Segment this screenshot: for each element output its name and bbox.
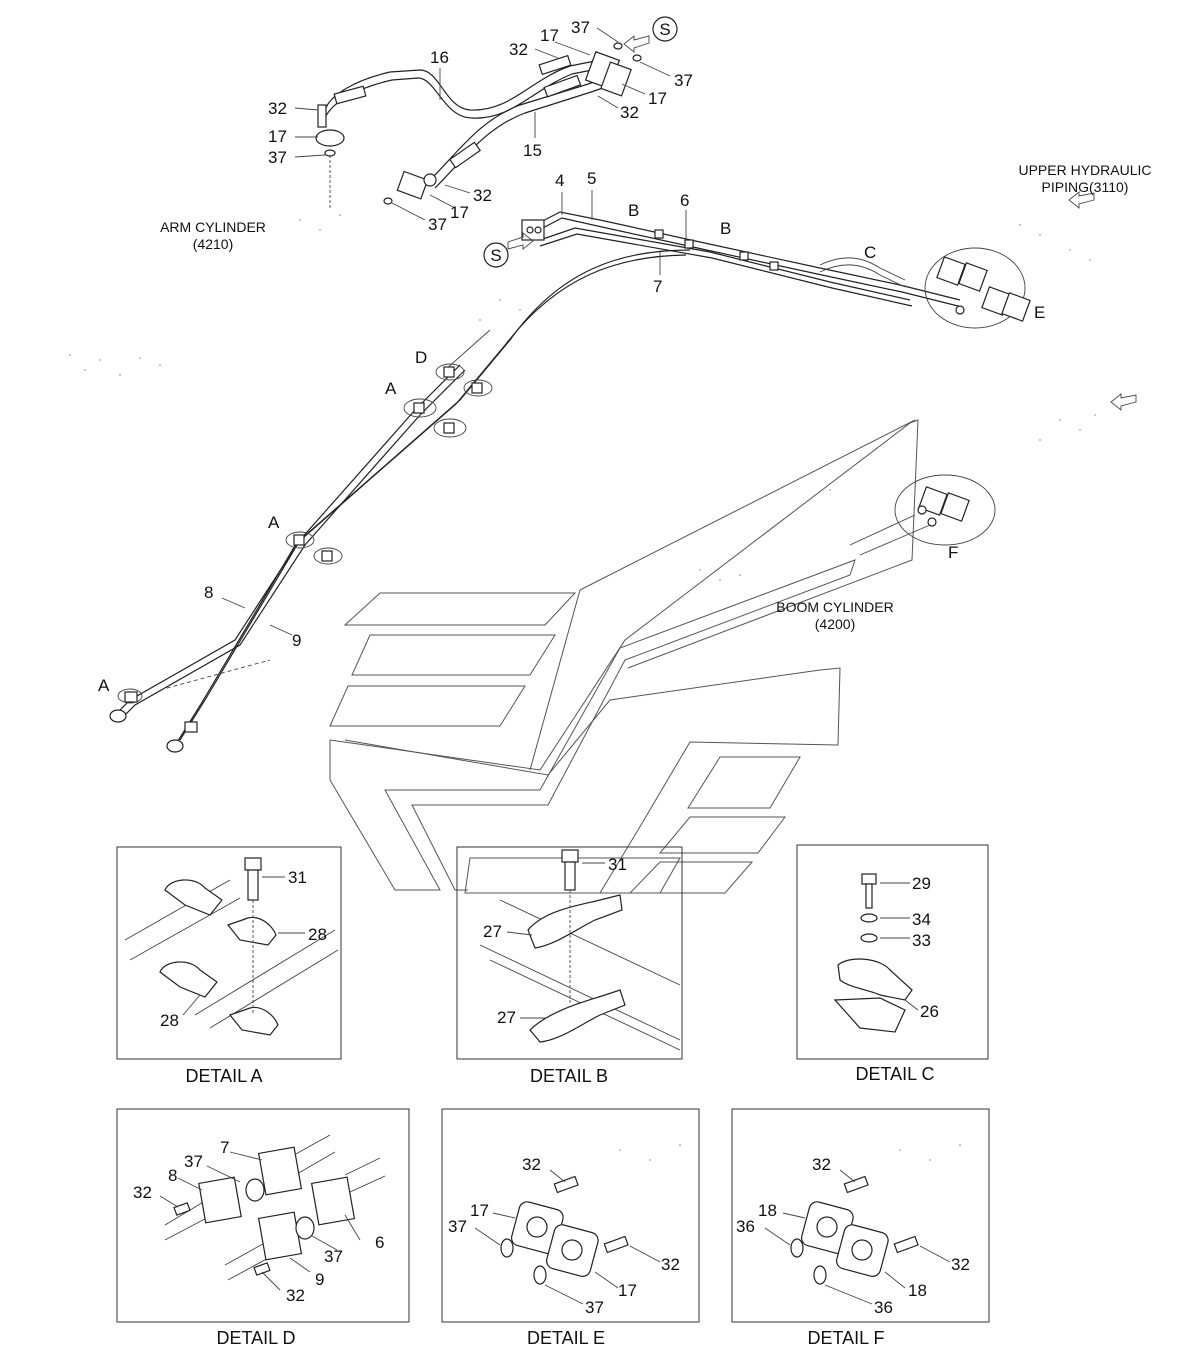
detail-e: 32 17 37 32 17 37 DETAIL E: [441, 1108, 700, 1348]
svg-text:17: 17: [648, 89, 667, 108]
svg-text:34: 34: [912, 910, 931, 929]
svg-text:17: 17: [450, 203, 469, 222]
svg-text:S: S: [490, 246, 501, 265]
svg-text:18: 18: [758, 1201, 777, 1220]
svg-text:28: 28: [308, 925, 327, 944]
svg-text:DETAIL B: DETAIL B: [530, 1066, 608, 1086]
svg-text:26: 26: [920, 1002, 939, 1021]
svg-text:32: 32: [812, 1155, 831, 1174]
svg-text:7: 7: [653, 277, 662, 296]
detail-a: 31 28 28 DETAIL A: [116, 846, 342, 1086]
svg-text:29: 29: [912, 874, 931, 893]
svg-text:A: A: [98, 676, 110, 695]
svg-text:8: 8: [204, 583, 213, 602]
svg-text:5: 5: [587, 169, 596, 188]
svg-text:16: 16: [430, 48, 449, 67]
svg-text:32: 32: [286, 1286, 305, 1305]
svg-text:31: 31: [608, 855, 627, 874]
svg-text:(4200): (4200): [815, 616, 855, 632]
svg-text:A: A: [385, 379, 397, 398]
svg-text:6: 6: [680, 191, 689, 210]
boom-outline: [329, 419, 919, 894]
svg-text:S: S: [659, 20, 670, 39]
boom-pipes-upper: [521, 211, 963, 308]
svg-text:37: 37: [448, 1217, 467, 1236]
svg-text:37: 37: [268, 148, 287, 167]
svg-text:7: 7: [220, 1138, 229, 1157]
svg-text:37: 37: [571, 18, 590, 37]
svg-text:27: 27: [497, 1008, 516, 1027]
svg-text:BOOM CYLINDER: BOOM CYLINDER: [776, 599, 893, 615]
svg-text:37: 37: [324, 1247, 343, 1266]
detail-c: 29 34 33 26 DETAIL C: [796, 844, 989, 1084]
svg-text:A: A: [268, 513, 280, 532]
svg-text:32: 32: [473, 186, 492, 205]
svg-text:32: 32: [509, 40, 528, 59]
svg-text:DETAIL E: DETAIL E: [527, 1328, 605, 1348]
svg-text:15: 15: [523, 141, 542, 160]
svg-text:32: 32: [661, 1255, 680, 1274]
boom-pipes-long: [109, 249, 691, 753]
svg-text:(4210): (4210): [193, 236, 233, 252]
svg-text:6: 6: [375, 1233, 384, 1252]
svg-text:17: 17: [470, 1201, 489, 1220]
svg-text:UPPER HYDRAULIC: UPPER HYDRAULIC: [1018, 162, 1151, 178]
svg-text:32: 32: [951, 1255, 970, 1274]
svg-text:PIPING(3110): PIPING(3110): [1042, 179, 1129, 195]
svg-text:18: 18: [908, 1281, 927, 1300]
leader-lines: [221, 27, 687, 636]
svg-text:9: 9: [292, 631, 301, 650]
flange-group-e: [924, 247, 1031, 329]
svg-text:DETAIL C: DETAIL C: [855, 1064, 934, 1084]
detail-d: 32 8 37 7 37 6 9 32 DETAIL D: [116, 1108, 410, 1348]
arm-hoses: [315, 42, 642, 210]
svg-text:36: 36: [736, 1217, 755, 1236]
detail-b: 31 27 27 DETAIL B: [456, 846, 683, 1086]
svg-text:36: 36: [874, 1298, 893, 1317]
svg-text:32: 32: [268, 99, 287, 118]
svg-text:37: 37: [184, 1152, 203, 1171]
svg-text:DETAIL A: DETAIL A: [185, 1066, 262, 1086]
component-captions: ARM CYLINDER (4210) BOOM CYLINDER (4200)…: [160, 162, 1151, 632]
s-marker-left: S: [483, 242, 509, 268]
svg-text:37: 37: [674, 71, 693, 90]
main-labels: 16 32 17 37 32 17 37 37 17 32 15 32 17 3…: [98, 18, 1045, 695]
svg-text:B: B: [628, 201, 639, 220]
svg-text:E: E: [1034, 303, 1045, 322]
svg-text:ARM CYLINDER: ARM CYLINDER: [160, 219, 266, 235]
svg-text:17: 17: [268, 127, 287, 146]
svg-text:9: 9: [315, 1270, 324, 1289]
ghost-dots: [69, 214, 1096, 1161]
svg-text:DETAIL F: DETAIL F: [807, 1328, 884, 1348]
svg-text:D: D: [415, 348, 427, 367]
svg-text:33: 33: [912, 931, 931, 950]
svg-text:37: 37: [585, 1298, 604, 1317]
clamp-markers: [117, 229, 779, 704]
svg-text:31: 31: [288, 868, 307, 887]
svg-text:28: 28: [160, 1011, 179, 1030]
flange-group-f: [849, 474, 996, 556]
arrows: [507, 35, 1137, 411]
svg-text:B: B: [720, 219, 731, 238]
svg-text:4: 4: [555, 171, 564, 190]
svg-text:DETAIL D: DETAIL D: [216, 1328, 295, 1348]
svg-text:F: F: [948, 543, 958, 562]
svg-text:17: 17: [540, 26, 559, 45]
svg-text:37: 37: [428, 215, 447, 234]
svg-text:32: 32: [522, 1155, 541, 1174]
svg-text:17: 17: [618, 1281, 637, 1300]
svg-text:C: C: [864, 243, 876, 262]
svg-text:32: 32: [620, 103, 639, 122]
s-marker-top: S: [652, 16, 678, 42]
detail-f: 32 18 36 32 18 36 DETAIL F: [731, 1108, 990, 1348]
svg-text:27: 27: [483, 922, 502, 941]
svg-text:32: 32: [133, 1183, 152, 1202]
svg-text:8: 8: [168, 1166, 177, 1185]
